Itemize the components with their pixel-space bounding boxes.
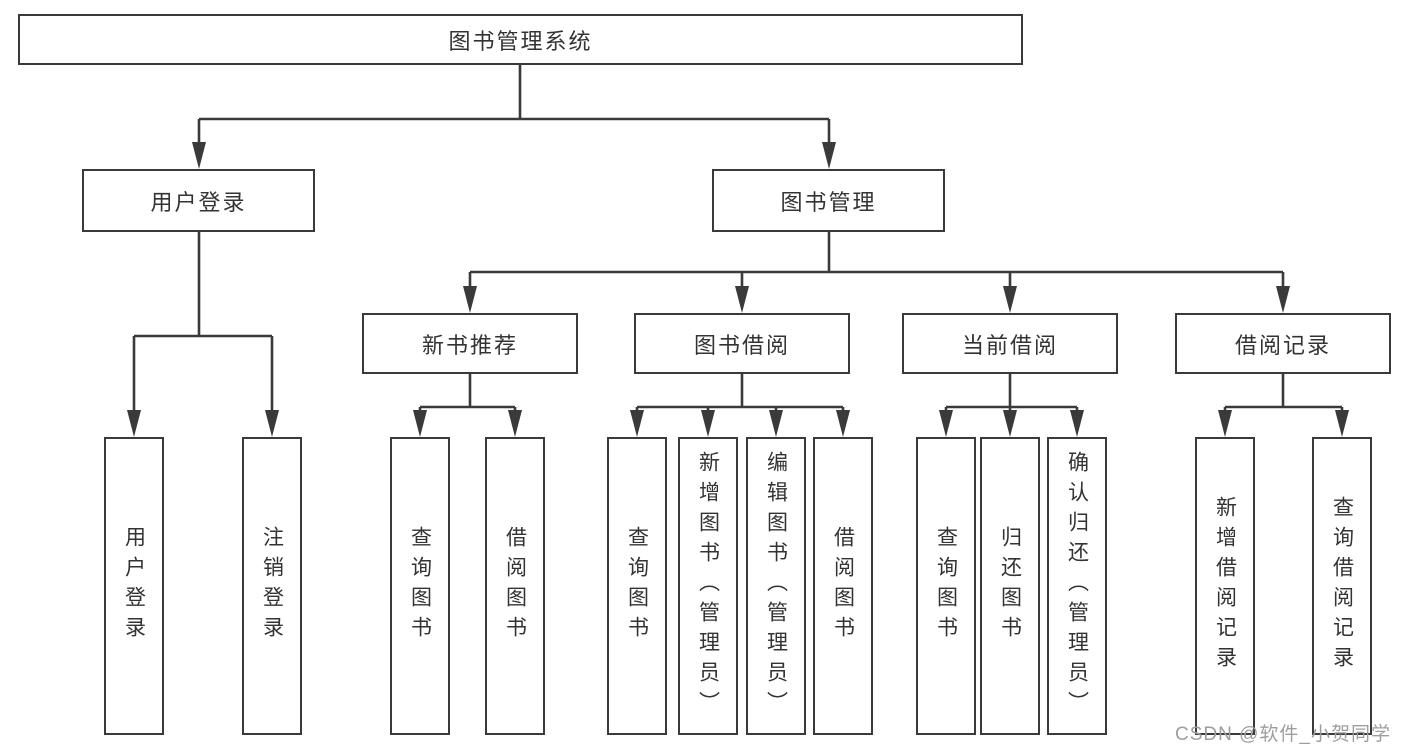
node-label: 确认归还（管理员） — [1065, 451, 1089, 721]
node-label: 借阅图书 — [831, 526, 855, 646]
node-label: 图书管理 — [780, 189, 877, 215]
node-label: 新增借阅记录 — [1213, 496, 1237, 676]
node-leaf-user-login: 用户登录 — [104, 437, 164, 735]
node-leaf-return-books: 归还图书 — [980, 437, 1040, 735]
node-label: 新书推荐 — [421, 332, 518, 358]
node-leaf-add-borrow-record: 新增借阅记录 — [1195, 437, 1255, 735]
node-label: 用户登录 — [150, 189, 247, 215]
node-label: 图书管理系统 — [448, 28, 593, 54]
node-leaf-query-books-current: 查询图书 — [916, 437, 976, 735]
node-leaf-logout: 注销登录 — [242, 437, 302, 735]
node-current-borrowing: 当前借阅 — [902, 313, 1118, 374]
node-user-login-branch: 用户登录 — [82, 169, 315, 232]
node-label: 新增图书（管理员） — [696, 451, 720, 721]
node-label: 查询图书 — [934, 526, 958, 646]
tree-edges — [132, 65, 1344, 412]
node-label: 归还图书 — [998, 526, 1022, 646]
node-label: 编辑图书（管理员） — [764, 451, 788, 721]
csdn-watermark: CSDN @软件_小贺同学 — [1175, 724, 1391, 745]
node-label: 查询图书 — [625, 526, 649, 646]
node-new-book-recommendation: 新书推荐 — [362, 313, 578, 374]
node-book-management: 图书管理 — [712, 169, 945, 232]
node-leaf-query-books-borrow: 查询图书 — [607, 437, 667, 735]
node-leaf-query-books-recommend: 查询图书 — [390, 437, 450, 735]
node-label: 用户登录 — [122, 526, 146, 646]
node-leaf-query-borrow-record: 查询借阅记录 — [1312, 437, 1372, 735]
node-leaf-add-books-admin: 新增图书（管理员） — [678, 437, 738, 735]
node-label: 借阅记录 — [1234, 332, 1331, 358]
node-leaf-edit-books-admin: 编辑图书（管理员） — [746, 437, 806, 735]
node-library-management-system: 图书管理系统 — [18, 14, 1023, 65]
node-label: 借阅图书 — [503, 526, 527, 646]
node-label: 查询借阅记录 — [1330, 496, 1354, 676]
node-leaf-confirm-return-admin: 确认归还（管理员） — [1047, 437, 1107, 735]
node-label: 查询图书 — [408, 526, 432, 646]
node-leaf-borrow-books-recommend: 借阅图书 — [485, 437, 545, 735]
node-leaf-borrow-books: 借阅图书 — [813, 437, 873, 735]
node-label: 注销登录 — [260, 526, 284, 646]
node-book-borrowing: 图书借阅 — [634, 313, 850, 374]
node-borrowing-records: 借阅记录 — [1175, 313, 1391, 374]
node-label: 图书借阅 — [693, 332, 790, 358]
arrowheads — [127, 142, 1349, 437]
node-label: 当前借阅 — [961, 332, 1058, 358]
